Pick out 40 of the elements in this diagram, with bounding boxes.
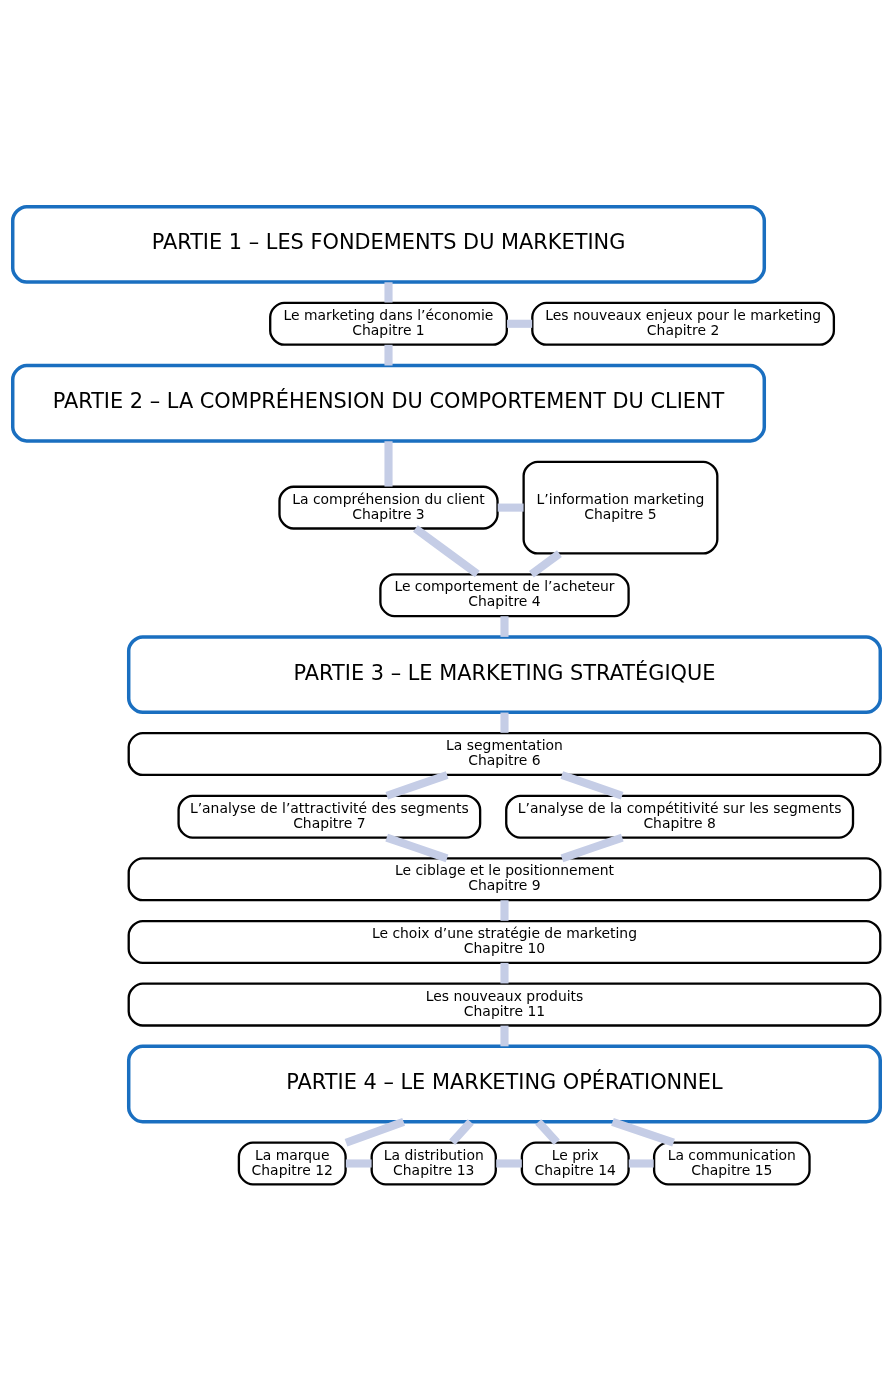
node-box: Le marketing dans l’économie Chapitre 1: [269, 301, 508, 346]
connector: [529, 550, 562, 578]
node-box: L’analyse de la compétitivité sur les segments Chapitre 8: [505, 794, 855, 839]
node-box: L’analyse de l’attractivité des segments Chapitre 7: [177, 794, 482, 839]
node-box: Le comportement de l’acheteur Chapitre 4: [379, 573, 630, 618]
connector: [500, 1025, 509, 1047]
connector: [628, 1159, 654, 1168]
connector: [413, 525, 480, 578]
node-box: Le ciblage et le positionnement Chapitre 9: [127, 857, 882, 902]
connector: [497, 503, 524, 512]
connector: [496, 1159, 522, 1168]
connector: [560, 771, 624, 800]
connector: [507, 319, 533, 328]
connector: [384, 344, 393, 366]
connector: [560, 833, 624, 863]
connector: [500, 616, 509, 637]
connector: [385, 771, 449, 800]
connector: [384, 441, 393, 487]
connector: [385, 833, 449, 863]
node-box: PARTIE 4 – LE MARKETING OPÉRATIONNEL: [126, 1044, 882, 1124]
node-box: La distribution Chapitre 13: [370, 1141, 497, 1186]
node-box: Les nouveaux enjeux pour le marketing Chapitre 2: [531, 301, 836, 346]
node-box: Le prix Chapitre 14: [520, 1141, 630, 1186]
node-box: La compréhension du client Chapitre 3: [278, 485, 499, 530]
node-box: PARTIE 3 – LE MARKETING STRATÉGIQUE: [126, 635, 882, 715]
connector: [535, 1119, 560, 1145]
node-box: L’information marketing Chapitre 5: [522, 460, 719, 555]
node-box: La segmentation Chapitre 6: [127, 732, 882, 777]
node-box: Le choix d’une stratégie de marketing Chapitre 10: [127, 919, 882, 964]
connector: [500, 712, 509, 733]
connector: [500, 962, 509, 984]
node-box: Les nouveaux produits Chapitre 11: [127, 982, 882, 1027]
node-box: La marque Chapitre 12: [237, 1141, 347, 1186]
node-box: PARTIE 2 – LA COMPRÉHENSION DU COMPORTEMENT DU CLIENT: [11, 363, 767, 443]
connector: [449, 1119, 474, 1145]
node-box: PARTIE 1 – LES FONDEMENTS DU MARKETING: [11, 204, 767, 284]
connector: [500, 900, 509, 921]
connector: [384, 282, 393, 303]
node-box: La communication Chapitre 15: [652, 1141, 811, 1186]
connector: [345, 1159, 372, 1168]
